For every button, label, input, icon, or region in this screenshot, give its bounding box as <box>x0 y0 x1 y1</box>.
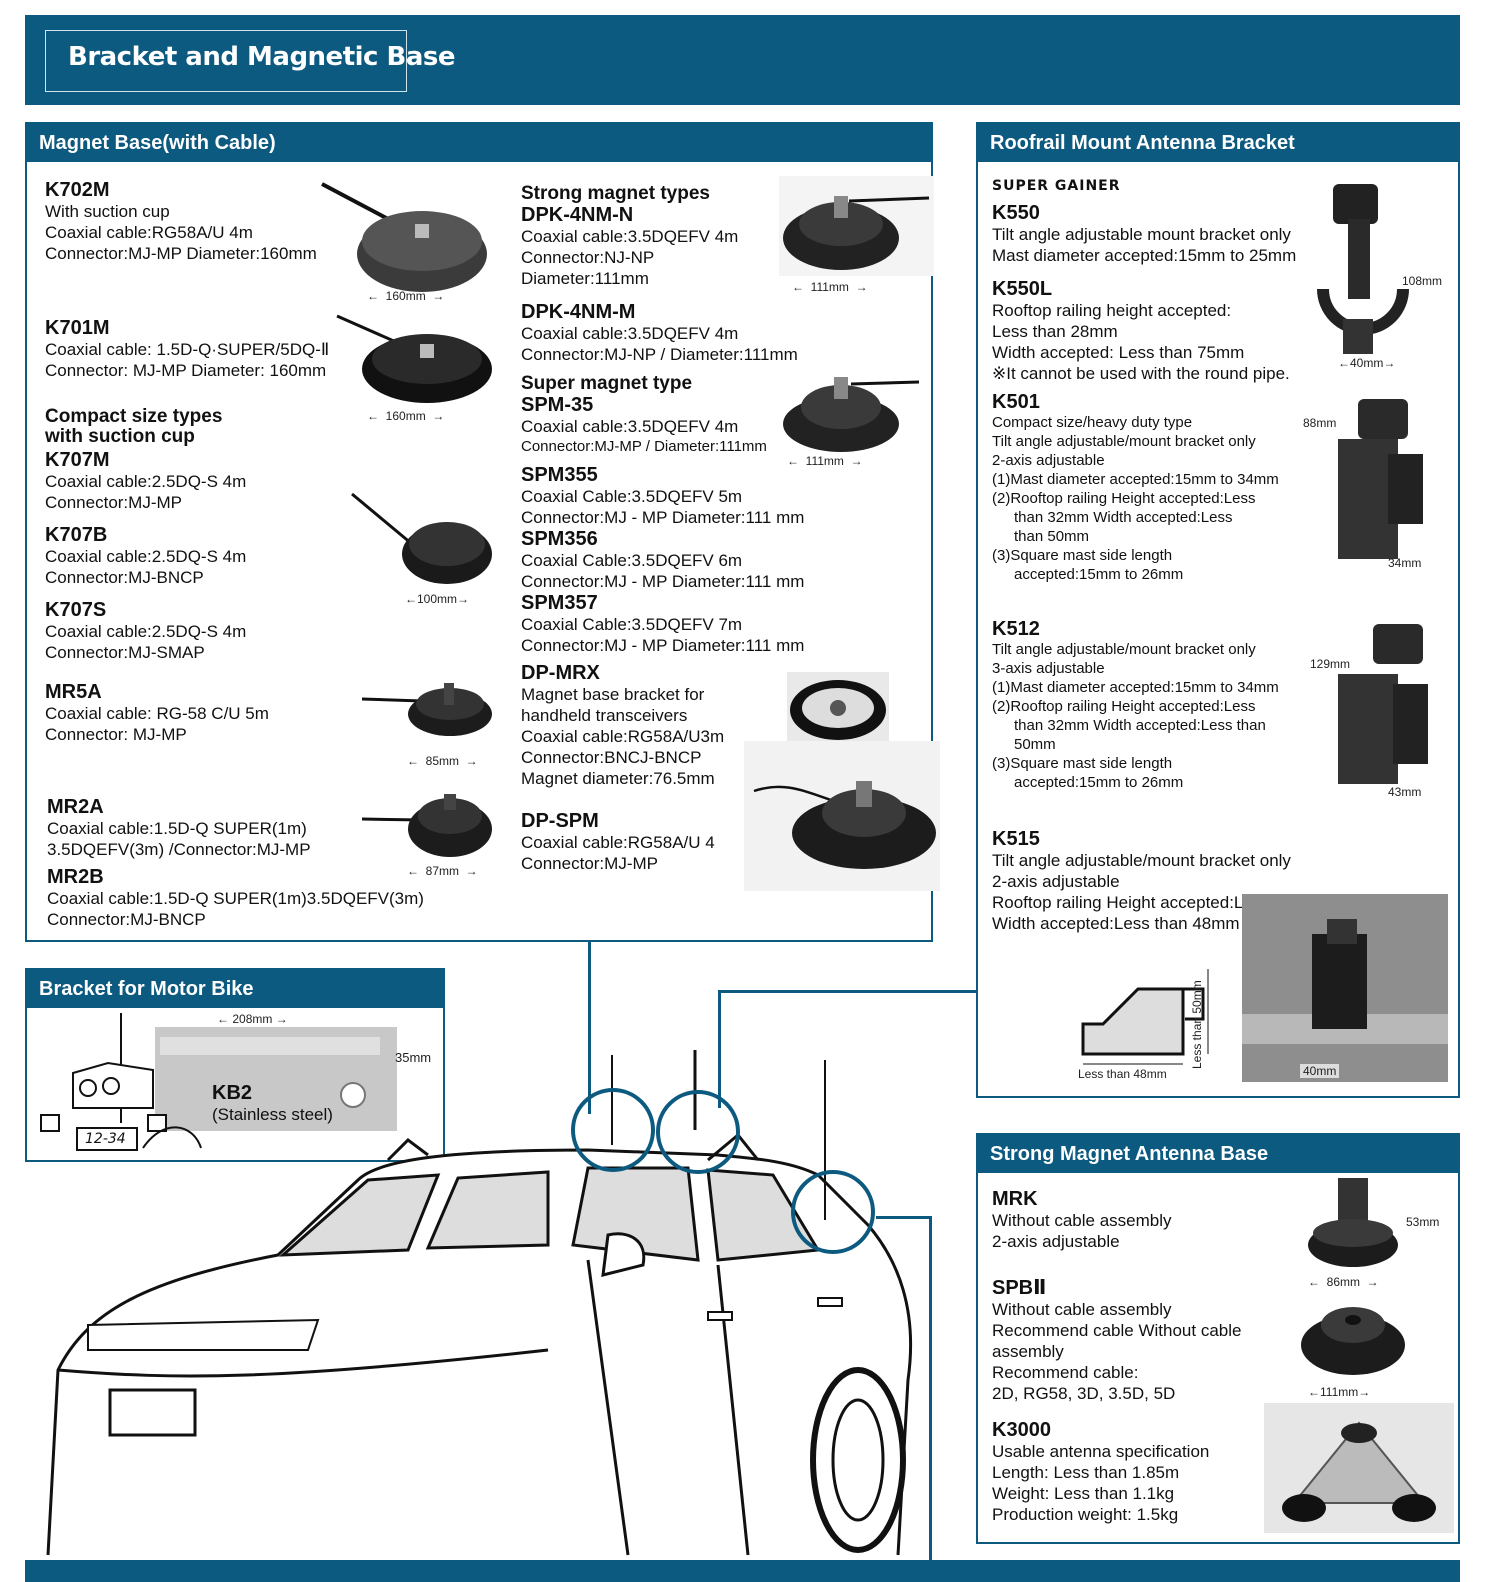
connector-line-strong-v <box>929 1216 932 1561</box>
page-title: Bracket and Magnetic Base <box>68 42 455 72</box>
dp-mrx-photo <box>787 672 889 742</box>
k702m-photo <box>321 182 487 292</box>
product-k512: K512 Tilt angle adjustable/mount bracket… <box>992 618 1279 791</box>
product-dpk-4nm-n: Strong magnet types DPK-4NM-N Coaxial ca… <box>521 183 739 289</box>
product-spm356: SPM356 Coaxial Cable:3.5DQEFV 6m Connect… <box>521 528 805 591</box>
dpk-4nm-photo <box>779 176 934 276</box>
k515-rail-diagram <box>1081 969 1209 1065</box>
compact-types-heading: Compact size types with suction cup <box>45 406 223 447</box>
product-spm-35: Super magnet type SPM-35 Coaxial cable:3… <box>521 373 767 456</box>
product-k707b: K707B Coaxial cable:2.5DQ-S 4m Connector… <box>45 524 247 587</box>
k512-height-dimension: 129mm <box>1310 657 1351 671</box>
mr2a-photo <box>362 794 492 857</box>
k707-photo <box>351 492 492 584</box>
kb2-photo <box>155 1027 397 1131</box>
product-k3000: K3000 Usable antenna specification Lengt… <box>992 1419 1210 1524</box>
product-mrk: MRK Without cable assembly 2-axis adjust… <box>992 1188 1172 1251</box>
magnet-base-heading: Magnet Base(with Cable) <box>27 124 931 162</box>
k550-height-dimension: 108mm <box>1402 274 1443 288</box>
spb2-dimension: ←111mm→ <box>1308 1385 1371 1399</box>
header-title-frame <box>45 30 407 92</box>
kb2-width-dimension: ← 208mm → <box>217 1012 288 1026</box>
dp-spm-photo <box>744 741 940 891</box>
product-kb2: KB2 (Stainless steel) <box>212 1082 333 1124</box>
mr5a-dimension: ← 85mm → <box>407 754 478 768</box>
spb2-photo <box>1301 1307 1405 1375</box>
roofrail-panel: Roofrail Mount Antenna Bracket SUPER GAI… <box>976 122 1460 1098</box>
product-k707m: K707M Coaxial cable:2.5DQ-S 4m Connector… <box>45 449 247 512</box>
k515-photo <box>1242 894 1448 1082</box>
k515-rail-height-dimension: Less than 50mm <box>1190 980 1204 1069</box>
k702m-dimension: ← 160mm → <box>367 289 445 303</box>
product-k701m: K701M Coaxial cable: 1.5D-Q·SUPER/5DQ-Ⅱ … <box>45 317 330 380</box>
k501-width-dimension: 34mm <box>1388 556 1422 570</box>
product-k550l: K550L Rooftop railing height accepted: L… <box>992 278 1290 383</box>
mrk-width-dimension: ← 86mm → <box>1308 1275 1379 1289</box>
k707b-dimension: ←100mm→ <box>405 592 470 606</box>
product-mr2b: MR2B Coaxial cable:1.5D-Q SUPER(1m)3.5DQ… <box>47 866 424 929</box>
product-mr5a: MR5A Coaxial cable: RG-58 C/U 5m Connect… <box>45 681 269 744</box>
connector-line-roofrail-h <box>718 990 978 993</box>
k515-rail-width-dimension: Less than 48mm <box>1078 1067 1167 1081</box>
product-spm357: SPM357 Coaxial Cable:3.5DQEFV 7m Connect… <box>521 592 805 655</box>
product-spm355: SPM355 Coaxial Cable:3.5DQEFV 5m Connect… <box>521 464 805 527</box>
motorbike-illustration <box>40 1013 202 1151</box>
car-illustration <box>46 1050 913 1556</box>
k515-photo-dimension: 40mm <box>1300 1064 1340 1078</box>
product-mr2a: MR2A Coaxial cable:1.5D-Q SUPER(1m) 3.5D… <box>47 796 311 859</box>
kb2-height-dimension: 35mm <box>395 1050 432 1065</box>
mr5a-photo <box>362 683 492 736</box>
magnet-base-panel: Magnet Base(with Cable) K702M With sucti… <box>25 122 940 942</box>
product-k702m: K702M With suction cup Coaxial cable:RG5… <box>45 179 317 263</box>
footer-bar <box>25 1560 1460 1582</box>
product-k501: K501 Compact size/heavy duty type Tilt a… <box>992 391 1279 583</box>
motorbike-panel: Bracket for Motor Bike ← 208mm → 35mm KB… <box>25 968 445 1162</box>
mr2a-dimension: ← 87mm → <box>407 864 478 878</box>
connector-line-roofrail-v <box>718 990 721 1108</box>
product-dp-spm: DP-SPM Coaxial cable:RG58A/U 4 Connector… <box>521 810 715 873</box>
license-plate: 12-34 <box>85 1131 126 1147</box>
brand-super-gainer: SUPER GAINER <box>992 178 1121 194</box>
spm-35-photo <box>783 377 920 452</box>
k3000-photo <box>1264 1403 1454 1533</box>
connector-line-strong-h <box>876 1216 931 1219</box>
k550-photo <box>1317 184 1409 354</box>
connector-line-magnet <box>588 942 591 1114</box>
spm-35-dimension: ← 111mm → <box>787 454 863 468</box>
mrk-photo <box>1308 1178 1398 1267</box>
product-dpk-4nm-m: DPK-4NM-M Coaxial cable:3.5DQEFV 4m Conn… <box>521 301 798 364</box>
mrk-height-dimension: 53mm <box>1406 1215 1440 1229</box>
product-dp-mrx: DP-MRX Magnet base bracket for handheld … <box>521 662 725 788</box>
roofrail-heading: Roofrail Mount Antenna Bracket <box>978 124 1458 162</box>
k512-width-dimension: 43mm <box>1388 785 1422 799</box>
motorbike-heading: Bracket for Motor Bike <box>27 970 443 1008</box>
k550-width-dimension: ←40mm→ <box>1338 356 1396 370</box>
strong-magnet-panel: Strong Magnet Antenna Base MRK Without c… <box>976 1133 1460 1544</box>
k501-height-dimension: 88mm <box>1303 416 1337 430</box>
k512-photo <box>1338 624 1428 784</box>
k701m-dimension: ← 160mm → <box>367 409 445 423</box>
product-k707s: K707S Coaxial cable:2.5DQ-S 4m Connector… <box>45 599 247 662</box>
product-k550: K550 Tilt angle adjustable mount bracket… <box>992 202 1297 265</box>
k501-photo <box>1338 399 1423 559</box>
k701m-photo <box>336 314 492 403</box>
product-spb2: SPBⅡ Without cable assembly Recommend ca… <box>992 1277 1242 1403</box>
strong-magnet-heading: Strong Magnet Antenna Base <box>978 1135 1458 1173</box>
dpk-4nm-dimension: ← 111mm → <box>792 280 868 294</box>
